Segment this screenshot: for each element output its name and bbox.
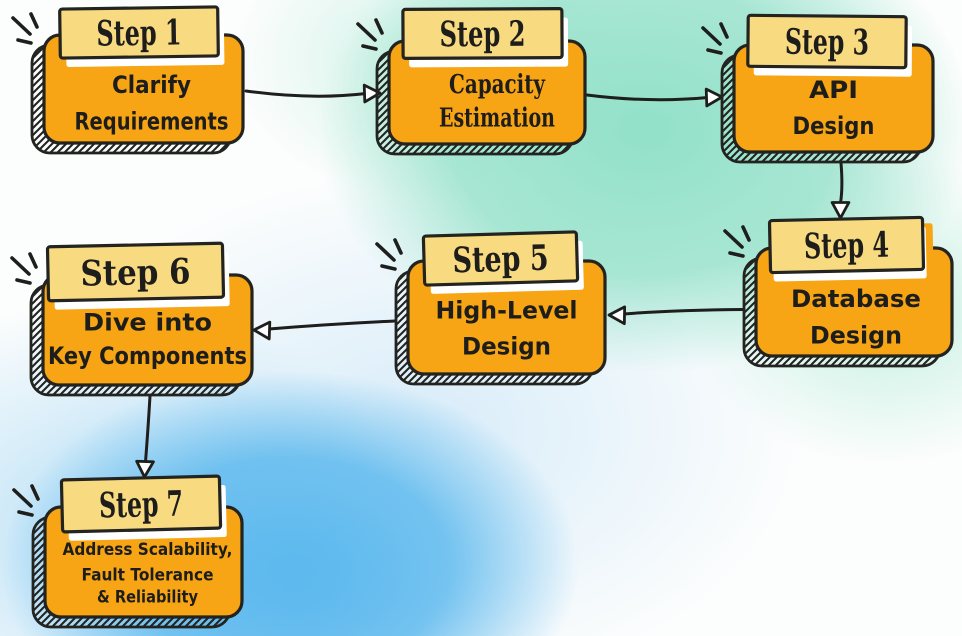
connector-line: [585, 93, 710, 102]
arrowhead-icon: [252, 320, 272, 341]
step-label: Step 6: [80, 251, 191, 294]
node-text-line: Capacity: [449, 70, 546, 100]
step-3-node: API Design Step 3: [701, 13, 935, 164]
node-text-line: Design: [462, 333, 551, 361]
tab-plate: [45, 241, 226, 303]
node-text-line: Design: [793, 112, 875, 140]
tab-plate: [401, 6, 564, 61]
step-label: Step 2: [439, 14, 525, 55]
node-tab: Step 5: [421, 230, 584, 294]
step-label: Step 4: [804, 225, 890, 268]
sparkle-icon: [356, 18, 384, 51]
sparkle-icon: [12, 484, 40, 517]
sparkle-icon: [723, 225, 751, 258]
connector-step-3-to-step-4: [830, 161, 851, 220]
arrowhead-icon: [830, 201, 851, 220]
node-text-line: Clarify: [112, 71, 191, 99]
node-text-line: Key Components: [48, 342, 247, 370]
arrowhead-icon: [704, 87, 724, 108]
tab-plate: [59, 474, 223, 534]
node-text-line: API: [809, 76, 858, 104]
node-text-line: & Reliability: [97, 588, 198, 608]
sparkle-icon: [375, 238, 403, 271]
node-text-line: Estimation: [439, 104, 555, 134]
node-text-line: Design: [810, 322, 902, 350]
step-7-node: Address Scalability, Fault Tolerance& Rel…: [12, 474, 244, 629]
arrowhead-icon: [362, 83, 382, 104]
step-label: Step 5: [452, 238, 549, 282]
node-tab: Step 1: [58, 5, 225, 67]
connector-line: [839, 161, 844, 205]
connector-step-6-to-step-7: [135, 394, 155, 479]
tab-plate: [58, 5, 220, 60]
tab-plate: [767, 215, 926, 275]
arrowhead-icon: [607, 305, 627, 326]
connector-step-4-to-step-5: [607, 305, 746, 326]
node-text-line: Requirements: [75, 108, 229, 136]
node-tab: Step 2: [401, 6, 569, 68]
connector-line: [621, 308, 746, 316]
tab-plate: [421, 230, 580, 287]
node-text-line: Dive into: [83, 309, 212, 337]
node-tab: Step 4: [767, 215, 934, 282]
node-tab: Step 6: [45, 241, 230, 310]
node-tab: Step 3: [746, 13, 913, 77]
step-label: Step 3: [785, 22, 869, 64]
connectors: [135, 83, 851, 479]
connector-line: [244, 89, 368, 98]
connector-step-1-to-step-2: [244, 83, 382, 104]
sparkle-icon: [11, 12, 39, 45]
sparkle-icon: [10, 252, 38, 285]
step-label: Step 7: [99, 483, 184, 526]
tab-plate: [746, 13, 908, 70]
arrowhead-icon: [135, 459, 155, 479]
node-text-line: Database: [791, 285, 921, 313]
step-label: Step 1: [96, 12, 182, 54]
connector-line: [267, 319, 397, 331]
node-text-line: Address Scalability,: [63, 540, 233, 560]
connector-step-2-to-step-3: [585, 87, 724, 108]
node-text-line: Fault Tolerance: [82, 566, 214, 586]
sparkle-icon: [701, 22, 729, 55]
node-text-line: High-Level: [436, 297, 578, 325]
connector-line: [144, 394, 152, 464]
node-tab: Step 7: [59, 474, 227, 541]
connector-step-5-to-step-6: [252, 319, 397, 341]
